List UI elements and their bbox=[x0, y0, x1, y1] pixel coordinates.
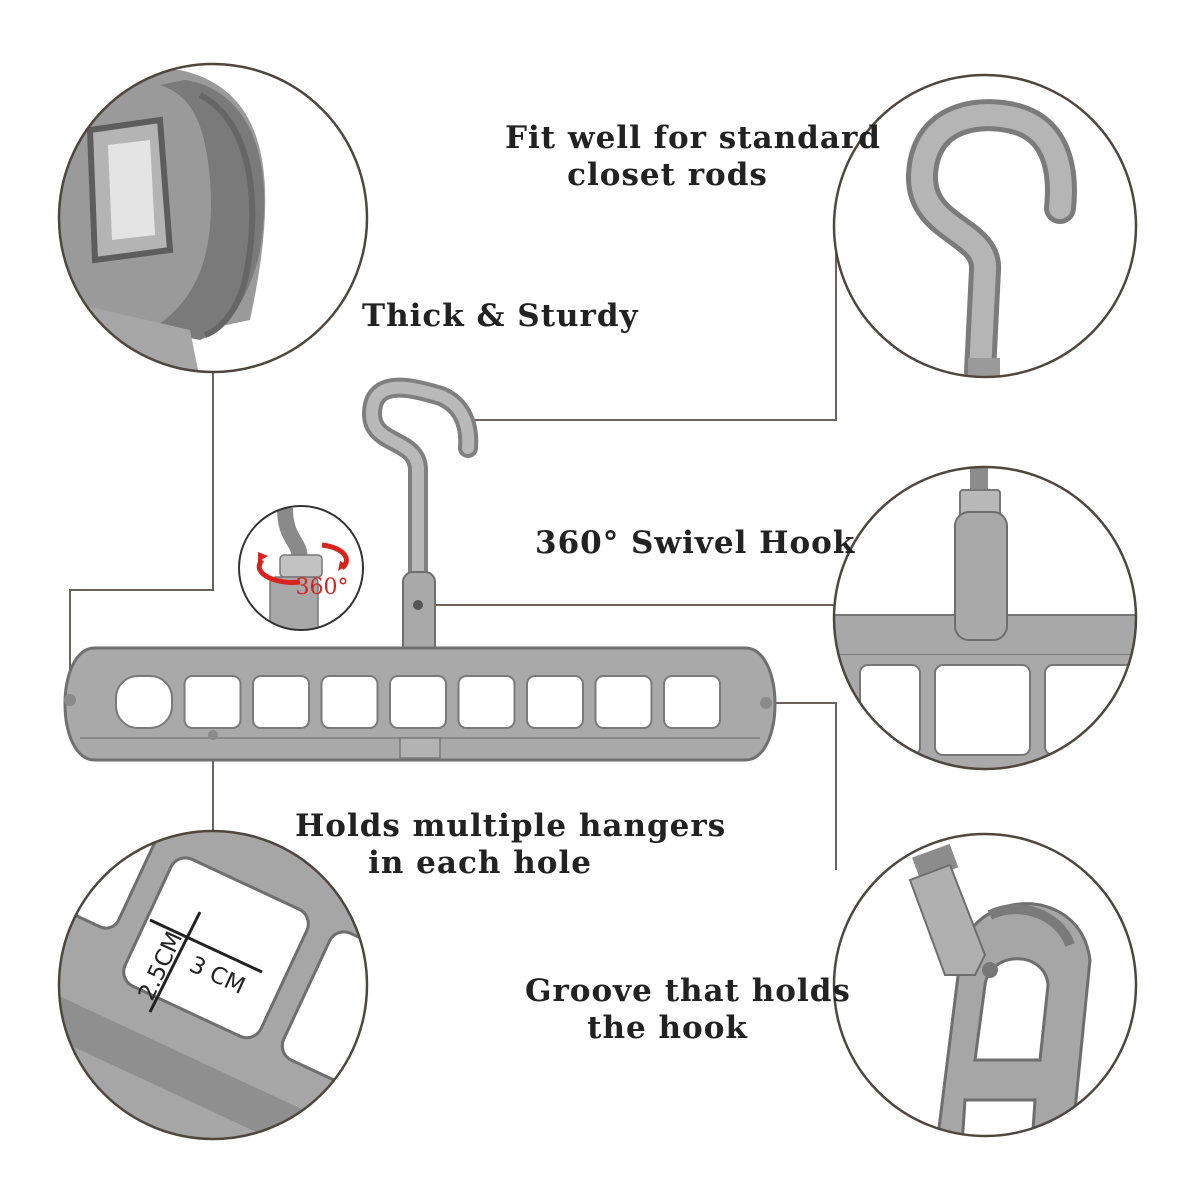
caption-closet-rods: Fit well for standard closet rods bbox=[505, 120, 881, 194]
hanger-hole bbox=[183, 675, 242, 729]
hanger-main bbox=[63, 377, 777, 762]
caption-holds-hangers: Holds multiple hangers in each hole bbox=[295, 808, 727, 882]
hanger-hole bbox=[663, 675, 721, 729]
caption-swivel-hook: 360° Swivel Hook bbox=[535, 525, 856, 561]
caption-thick-sturdy: Thick & Sturdy bbox=[362, 298, 639, 334]
hanger-hole bbox=[115, 675, 173, 729]
caption-line: the hook bbox=[587, 1010, 748, 1046]
hanger-holes bbox=[115, 675, 721, 729]
caption-line: in each hole bbox=[368, 845, 592, 881]
hanger-hole bbox=[252, 675, 310, 729]
hanger-hole bbox=[457, 675, 516, 729]
caption-line: Fit well for standard bbox=[505, 120, 881, 156]
caption-groove: Groove that holds the hook bbox=[525, 973, 851, 1047]
detail-groove bbox=[832, 832, 1138, 1138]
detail-hook bbox=[832, 73, 1138, 379]
caption-line: Groove that holds bbox=[525, 973, 851, 1009]
leader-lines bbox=[69, 252, 837, 870]
hanger-hole bbox=[594, 675, 653, 729]
hanger-hole bbox=[389, 675, 447, 729]
badge-360-label: 360° bbox=[296, 575, 349, 600]
hanger-hole bbox=[320, 675, 379, 729]
detail-sturdy bbox=[57, 62, 369, 374]
caption-line: closet rods bbox=[567, 157, 768, 193]
detail-swivel bbox=[832, 465, 1138, 771]
hanger-hole bbox=[526, 675, 584, 729]
swivel-badge: 360° bbox=[238, 505, 364, 631]
caption-line: Holds multiple hangers bbox=[295, 808, 727, 844]
rotate-arrow-icon bbox=[256, 558, 301, 586]
